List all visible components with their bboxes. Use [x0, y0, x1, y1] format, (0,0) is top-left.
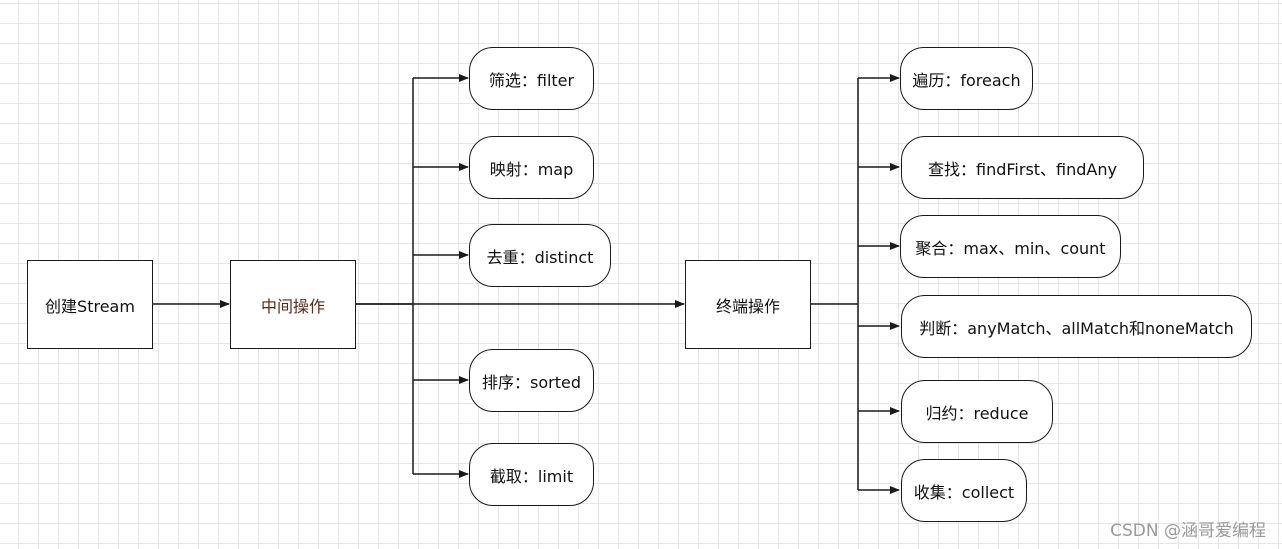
node-op-foreach-label: 遍历：foreach — [912, 70, 1021, 90]
node-op-distinct: 去重：distinct — [469, 224, 611, 287]
node-op-collect: 收集：collect — [901, 459, 1027, 522]
node-op-find: 查找：findFirst、findAny — [901, 136, 1144, 199]
node-intermediate: 中间操作 — [230, 260, 356, 349]
node-terminal: 终端操作 — [685, 260, 811, 349]
node-op-limit-label: 截取：limit — [489, 466, 574, 486]
node-op-aggregate: 聚合：max、min、count — [900, 215, 1121, 278]
node-op-limit: 截取：limit — [469, 443, 594, 506]
node-op-aggregate-label: 聚合：max、min、count — [915, 238, 1106, 258]
watermark: CSDN @涵哥爱编程 — [1110, 521, 1266, 541]
node-op-map-label: 映射：map — [489, 159, 574, 179]
node-op-reduce-label: 归约：reduce — [925, 403, 1029, 423]
node-op-collect-label: 收集：collect — [913, 482, 1015, 502]
node-op-foreach: 遍历：foreach — [900, 47, 1033, 110]
node-op-find-label: 查找：findFirst、findAny — [928, 159, 1117, 179]
node-op-map: 映射：map — [469, 136, 594, 199]
node-intermediate-label: 中间操作 — [260, 296, 325, 316]
node-op-sorted-label: 排序：sorted — [482, 372, 581, 392]
node-terminal-label: 终端操作 — [715, 296, 780, 316]
node-op-reduce: 归约：reduce — [901, 380, 1053, 443]
node-op-match: 判断：anyMatch、allMatch和noneMatch — [901, 295, 1252, 358]
node-op-filter: 筛选：filter — [469, 47, 594, 110]
node-create-stream: 创建Stream — [27, 260, 153, 349]
node-op-filter-label: 筛选：filter — [488, 70, 575, 90]
node-op-match-label: 判断：anyMatch、allMatch和noneMatch — [919, 318, 1234, 338]
node-op-distinct-label: 去重：distinct — [486, 247, 594, 267]
node-op-sorted: 排序：sorted — [469, 349, 594, 412]
node-create-stream-label: 创建Stream — [45, 296, 135, 316]
